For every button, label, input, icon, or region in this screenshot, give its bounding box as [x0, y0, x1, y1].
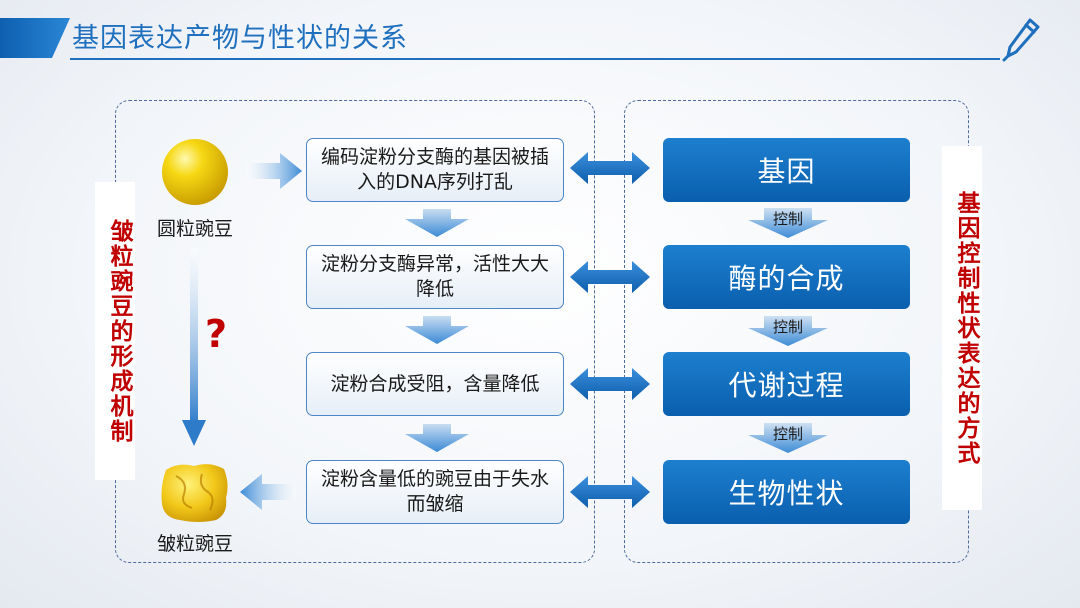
- control-arrow: [748, 423, 828, 453]
- wrinkled-pea-icon: [161, 464, 228, 522]
- expression-step-enzyme: 酶的合成: [663, 245, 910, 309]
- step-down-arrow: [405, 209, 469, 237]
- header-accent-bar: [0, 18, 70, 58]
- expression-step-metabolism: 代谢过程: [663, 352, 910, 416]
- question-mark: ?: [205, 312, 228, 356]
- control-arrow: [748, 208, 828, 238]
- control-label: 控制: [772, 210, 803, 228]
- step-to-pea-arrow: [240, 474, 296, 510]
- pea-to-step-arrow: [246, 153, 302, 189]
- header-underline: [70, 58, 1000, 60]
- right-side-label: 基因控制性状表达的方式: [942, 146, 982, 510]
- step-down-arrow: [405, 424, 469, 452]
- expression-step-gene: 基因: [663, 138, 910, 202]
- link-double-arrow: [570, 368, 650, 400]
- round-pea-icon: [162, 139, 228, 205]
- pen-icon: [1002, 18, 1040, 62]
- pea-down-arrow: [182, 248, 206, 446]
- round-pea-label: 圆粒豌豆: [156, 218, 233, 240]
- left-side-label: 皱粒豌豆的形成机制: [95, 182, 135, 480]
- control-arrow: [748, 316, 828, 346]
- step-down-arrow: [405, 316, 469, 344]
- link-double-arrow: [570, 261, 650, 293]
- link-double-arrow: [570, 152, 650, 184]
- control-label: 控制: [772, 318, 803, 336]
- mechanism-step-2: 淀粉分支酶异常，活性大大降低: [306, 245, 564, 309]
- mechanism-step-3: 淀粉合成受阻，含量降低: [306, 352, 564, 416]
- mechanism-step-1: 编码淀粉分支酶的基因被插入的DNA序列打乱: [306, 138, 564, 202]
- expression-step-trait: 生物性状: [663, 460, 910, 524]
- link-double-arrow: [570, 476, 650, 508]
- mechanism-step-4: 淀粉含量低的豌豆由于失水而皱缩: [306, 460, 564, 524]
- wrinkled-pea-label: 皱粒豌豆: [156, 533, 233, 555]
- control-label: 控制: [772, 425, 803, 443]
- page-title: 基因表达产物与性状的关系: [72, 23, 408, 54]
